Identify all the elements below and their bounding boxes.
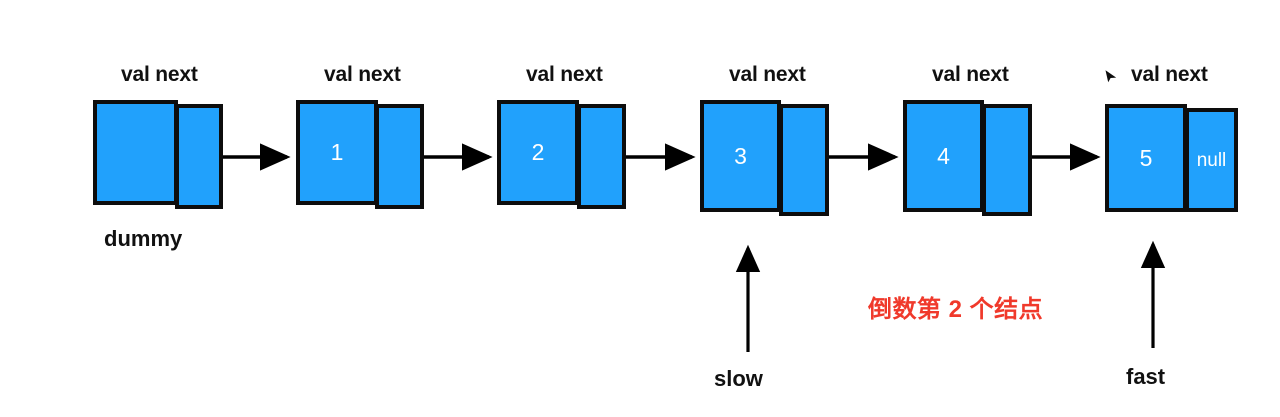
- slow-pointer-label: slow: [714, 366, 763, 391]
- node-3-val-cell: 3: [700, 100, 781, 212]
- node-dummy-next-cell: [175, 104, 223, 209]
- dummy-label: dummy: [104, 226, 183, 251]
- node-2-next-cell: [577, 104, 626, 209]
- node-5-val-cell: 5: [1105, 104, 1187, 212]
- node-5-next-cell: null: [1185, 108, 1238, 212]
- node-1-next-cell: [375, 104, 424, 209]
- node-caption-3: val next: [729, 63, 806, 86]
- node-caption-1: val next: [324, 63, 401, 86]
- mouse-cursor-artifact: [1103, 68, 1119, 84]
- node-dummy-val-cell: [93, 100, 178, 205]
- node-2-val-cell: 2: [497, 100, 579, 205]
- node-4-val-cell: 4: [903, 100, 984, 212]
- node-3-next-cell: [779, 104, 829, 216]
- node-caption-5: val next: [1131, 63, 1208, 86]
- second-from-last-note: 倒数第 2 个结点: [868, 296, 1044, 323]
- node-caption-2: val next: [526, 63, 603, 86]
- node-4-next-cell: [982, 104, 1032, 216]
- fast-pointer-label: fast: [1126, 364, 1166, 389]
- node-1-val-cell: 1: [296, 100, 378, 205]
- node-caption-dummy: val next: [121, 63, 198, 86]
- node-caption-4: val next: [932, 63, 1009, 86]
